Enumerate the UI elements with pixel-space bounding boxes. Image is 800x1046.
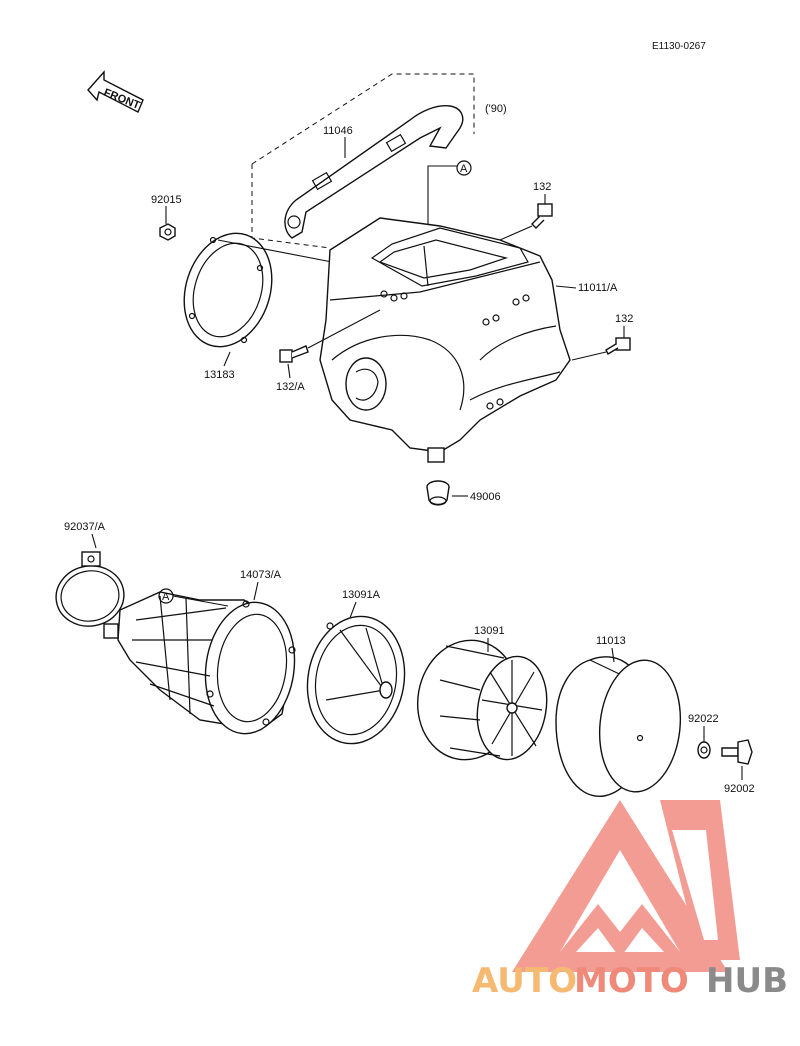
filter-element-11013 xyxy=(555,656,682,797)
watermark-moto: MOTO xyxy=(574,961,689,1001)
airbox-housing-11011a xyxy=(319,217,571,463)
svg-text:A: A xyxy=(162,591,170,603)
bolt-132-top xyxy=(531,203,553,229)
watermark-auto: AUTO xyxy=(472,961,577,1001)
bolt-132a xyxy=(279,345,309,363)
watermark-hub: HUB xyxy=(706,961,788,1001)
filter-holder-13091a xyxy=(306,615,406,745)
clamp-92037a xyxy=(55,551,125,627)
label-11011a: 11011/A xyxy=(578,282,618,294)
label-92022: 92022 xyxy=(688,713,719,725)
label-92015: 92015 xyxy=(151,194,182,206)
label-92002: 92002 xyxy=(724,783,755,795)
watermark-logo xyxy=(512,800,740,972)
label-11046: 11046 xyxy=(323,125,353,137)
label-132a: 132/A xyxy=(276,381,305,393)
wing-bolt-92002 xyxy=(721,739,753,765)
label-13091: 13091 xyxy=(474,625,505,637)
label-14073a: 14073/A xyxy=(240,569,282,581)
label-132-right: 132 xyxy=(615,313,633,325)
label-13091a: 13091A xyxy=(342,589,381,601)
label-132-top: 132 xyxy=(533,181,551,193)
grommet-49006 xyxy=(426,480,450,506)
svg-text:A: A xyxy=(460,163,468,175)
bolt-132-right xyxy=(605,337,631,355)
washer-92022 xyxy=(697,741,711,759)
label-11013: 11013 xyxy=(596,635,626,647)
bracket-11046 xyxy=(284,105,464,239)
filter-cage-13091 xyxy=(416,639,548,761)
callout-a-bottom: A xyxy=(158,588,229,607)
label-13183: 13183 xyxy=(204,369,235,381)
nut-92015 xyxy=(159,223,176,241)
label-92037a: 92037/A xyxy=(64,521,106,533)
year-note: ('90) xyxy=(485,103,507,115)
intake-duct-14073a xyxy=(103,591,296,735)
label-49006: 49006 xyxy=(470,491,501,503)
front-arrow-icon: FRONT xyxy=(87,70,144,113)
watermark-text: AUTO MOTO HUB xyxy=(472,961,788,1001)
diagram-code: E1130-0267 xyxy=(652,41,706,52)
callout-a-top: A xyxy=(427,160,472,228)
